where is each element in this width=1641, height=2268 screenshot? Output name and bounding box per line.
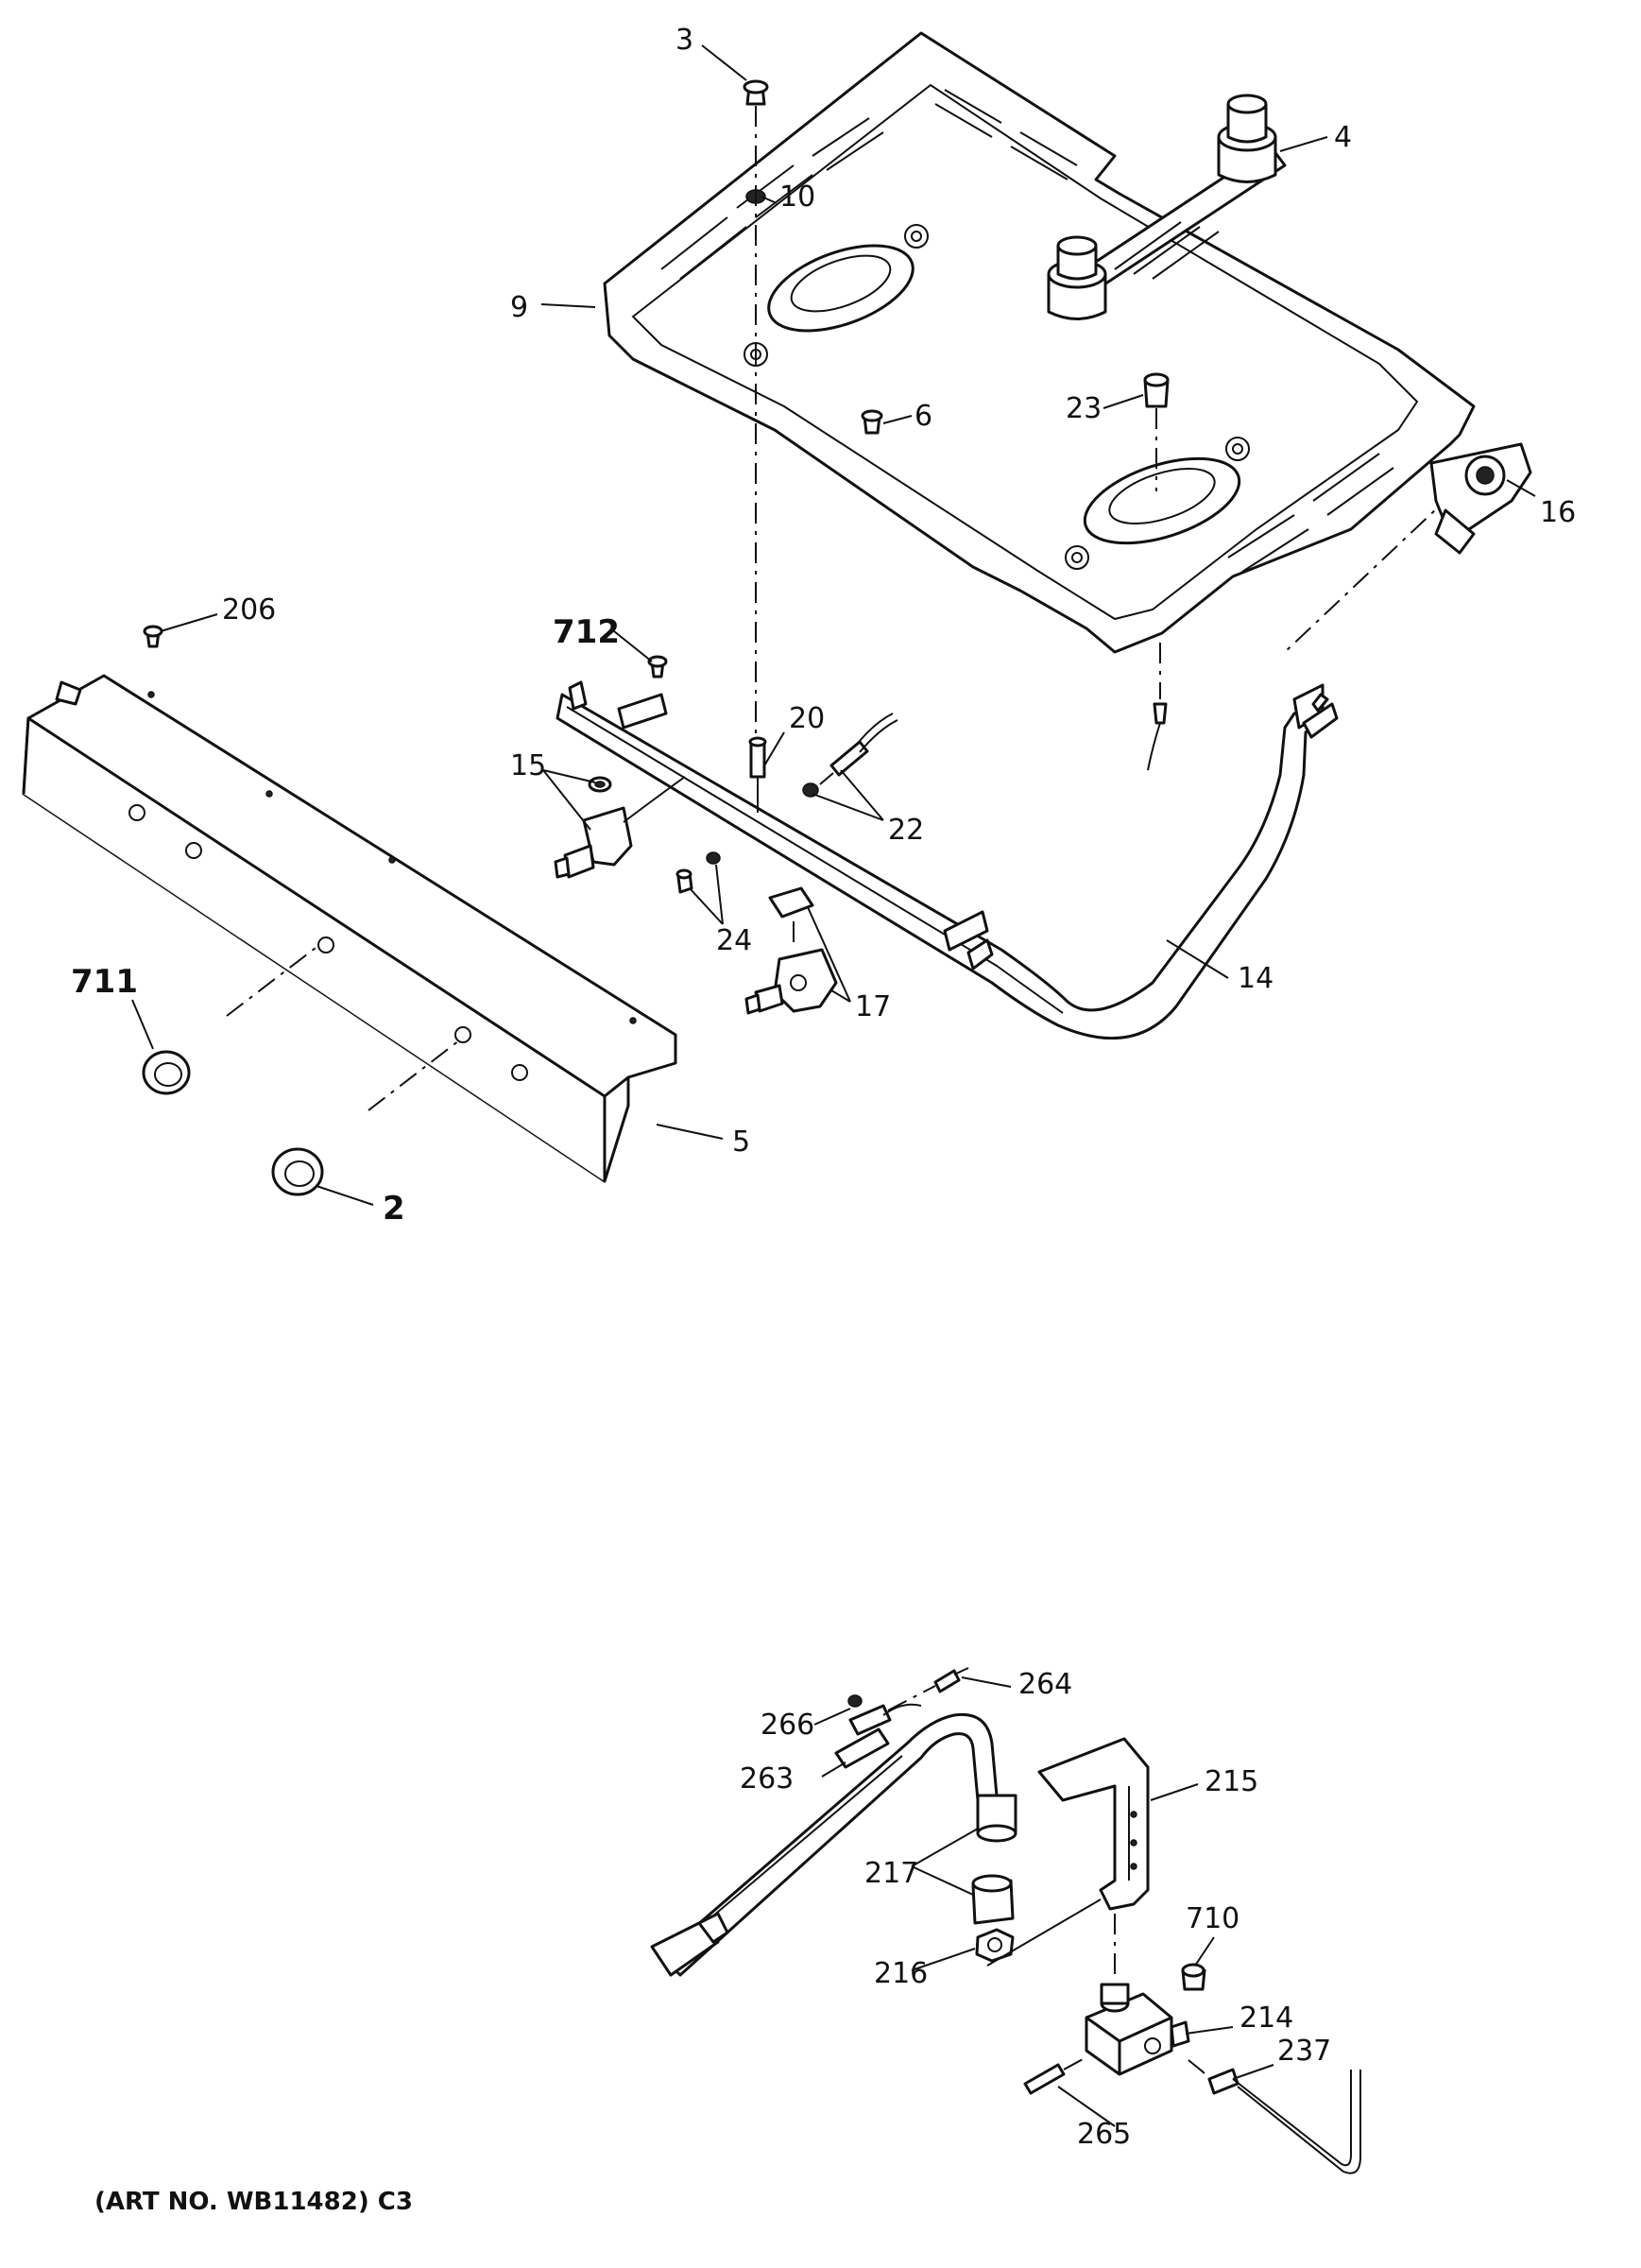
fastener-3 — [743, 79, 769, 106]
manifold-tube-14 — [556, 680, 1339, 1040]
callout-214: 214 — [1239, 2002, 1293, 2035]
callout-712: 712 — [553, 613, 620, 651]
cap-710 — [1181, 1963, 1206, 1991]
surface-burner-assembly — [1047, 94, 1287, 320]
connector-264 — [933, 1667, 969, 1693]
burner-box-slots — [660, 89, 1394, 573]
callout-15: 15 — [510, 749, 546, 782]
electrode-lead — [1147, 702, 1168, 771]
callout-711: 711 — [71, 963, 138, 1001]
valve-214 — [1085, 1983, 1190, 2076]
callout-2: 2 — [383, 1190, 405, 1228]
bezel-711 — [142, 1050, 191, 1095]
callout-20: 20 — [789, 702, 825, 735]
bracket-link-line — [986, 1899, 1102, 1967]
callout-266: 266 — [761, 1709, 814, 1742]
callout-22: 22 — [888, 814, 924, 847]
knob-axis-2 — [368, 1037, 464, 1111]
art-number-caption: (ART NO. WB11482) C3 — [94, 2188, 413, 2216]
knob-axis-711 — [226, 944, 320, 1017]
callout-3: 3 — [675, 24, 693, 57]
capillary-237 — [1188, 2059, 1361, 2174]
fastener-23 — [1143, 372, 1170, 408]
burner-box — [603, 31, 1476, 654]
bracket-215 — [1037, 1737, 1150, 1911]
callout-labels: 3 4 10 9 6 23 16 206 712 20 15 22 24 17 … — [71, 24, 1576, 2151]
orifice-217 — [971, 1794, 1017, 1925]
leader-lines — [131, 44, 1536, 2127]
nut-216 — [975, 1928, 1015, 1963]
callout-6: 6 — [915, 400, 932, 433]
callout-217: 217 — [864, 1857, 918, 1890]
orifice-20 — [748, 736, 767, 813]
screw-206 — [143, 625, 163, 648]
callout-215: 215 — [1205, 1765, 1258, 1798]
screw-24 — [675, 851, 721, 894]
bezel-2 — [271, 1147, 324, 1196]
valve-15 — [554, 776, 686, 879]
callout-10: 10 — [779, 180, 815, 214]
callout-264: 264 — [1018, 1668, 1072, 1701]
burner-head-right — [1217, 94, 1277, 183]
fitting-22 — [802, 713, 898, 798]
screw-265 — [1023, 2057, 1085, 2095]
callout-216: 216 — [874, 1957, 928, 1990]
callout-16: 16 — [1540, 496, 1576, 529]
screw-712 — [647, 655, 668, 679]
oven-burner-tube — [650, 1712, 999, 1977]
igniter-bracket-16 — [1429, 442, 1532, 555]
callout-23: 23 — [1066, 392, 1102, 425]
callout-265: 265 — [1077, 2118, 1131, 2151]
callout-710: 710 — [1186, 1902, 1239, 1935]
callout-4: 4 — [1334, 121, 1352, 154]
igniter-axis — [887, 1685, 936, 1711]
valve-17 — [744, 886, 838, 1015]
callout-206: 206 — [222, 593, 276, 627]
callout-237: 237 — [1277, 2035, 1331, 2068]
callout-14: 14 — [1238, 962, 1273, 995]
callout-5: 5 — [732, 1125, 750, 1159]
callout-9: 9 — [510, 291, 528, 324]
callout-263: 263 — [740, 1762, 794, 1796]
manifold-panel-5 — [22, 674, 677, 1183]
fastener-6 — [861, 409, 883, 435]
nut-266 — [847, 1694, 863, 1708]
callout-24: 24 — [716, 924, 752, 957]
burner-head-left — [1047, 235, 1107, 320]
igniter-263 — [834, 1703, 922, 1769]
callout-17: 17 — [855, 990, 891, 1023]
